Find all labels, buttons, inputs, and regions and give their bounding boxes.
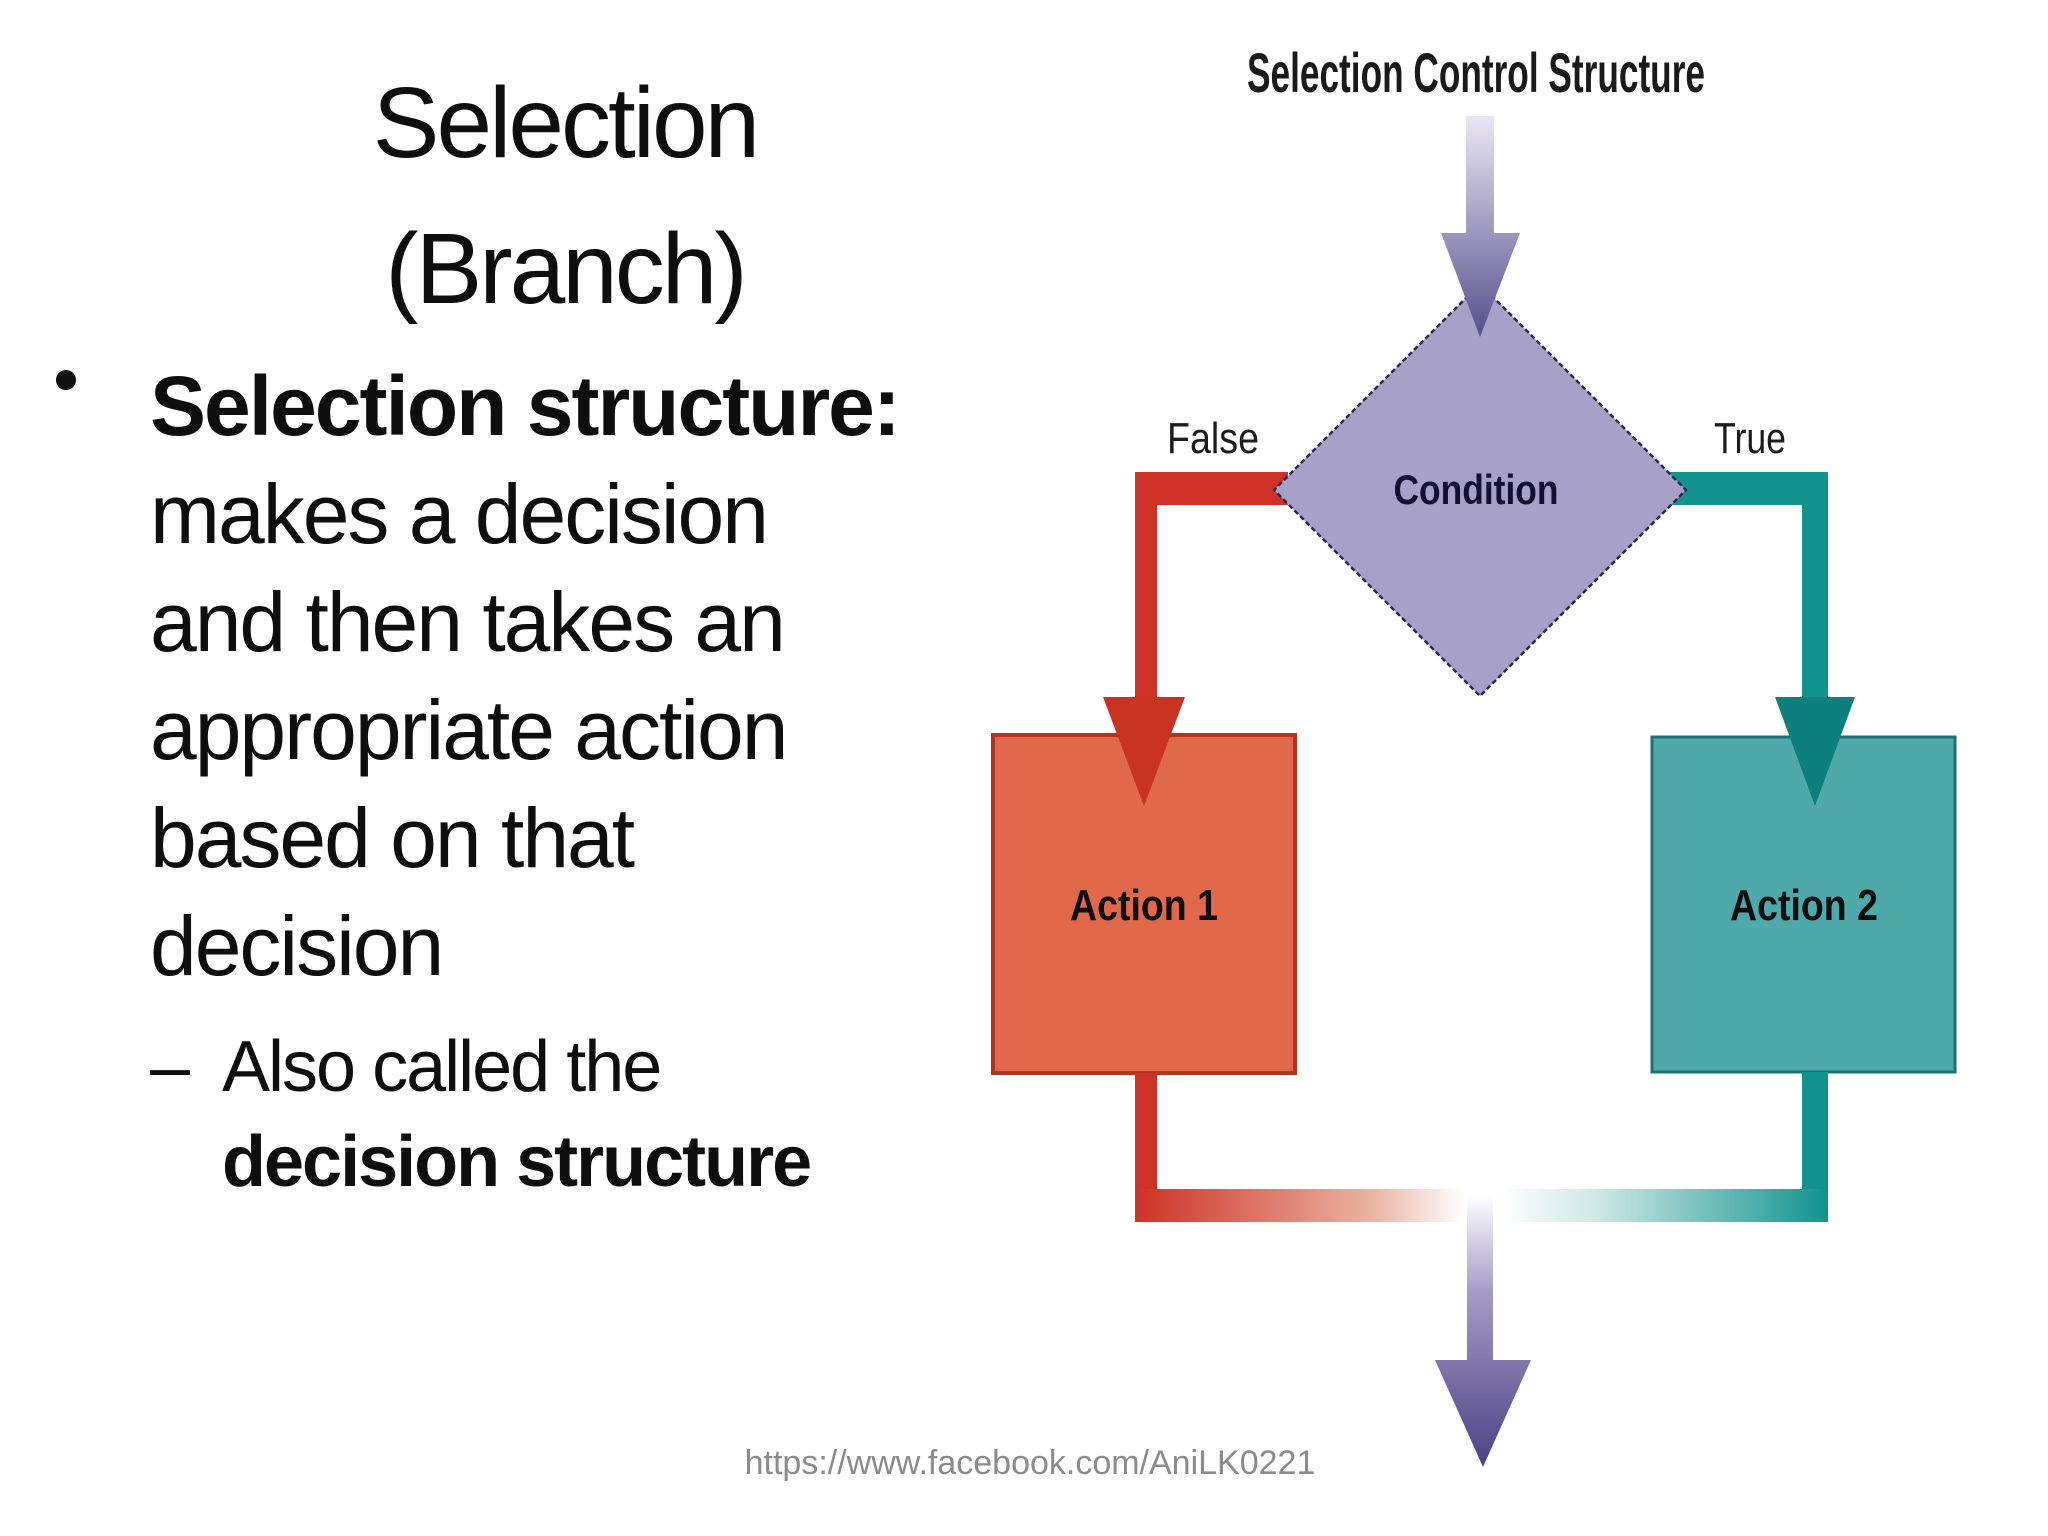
action2-box	[1650, 735, 1957, 1074]
false-branch-horizontal-line	[1135, 472, 1288, 505]
slide-title-line2: (Branch)	[385, 213, 747, 325]
condition-label: Condition	[1394, 466, 1559, 513]
action2-label: Action 2	[1730, 881, 1878, 930]
false-label: False	[1167, 414, 1259, 463]
false-branch-arrowhead	[1103, 697, 1185, 806]
sub-bullet-dash: –	[150, 1027, 191, 1107]
true-branch-arrowhead	[1775, 697, 1855, 806]
exit-arrow	[1435, 1196, 1531, 1467]
sub-bullet-text: Also called the decision structure	[222, 1020, 812, 1210]
true-branch-horizontal-line	[1668, 472, 1828, 505]
true-branch-lower-horizontal	[1500, 1189, 1828, 1222]
condition-diamond	[1272, 282, 1688, 698]
footer-url[interactable]: https://www.facebook.com/AniLK0221	[744, 1444, 1316, 1482]
true-branch-vertical-line	[1802, 472, 1828, 700]
sub-bullet-line2: decision structure	[222, 1122, 812, 1202]
slide-title: Selection (Branch)	[35, 50, 1095, 342]
false-branch-lower-horizontal	[1135, 1189, 1465, 1222]
false-branch-lower-vertical	[1135, 1073, 1157, 1222]
action1-label: Action 1	[1070, 881, 1218, 930]
bullet-dot	[56, 370, 76, 390]
bullet-lead: Selection structure:	[150, 359, 901, 453]
true-label: True	[1714, 414, 1786, 463]
entry-arrow	[1441, 116, 1520, 337]
diagram-title: Selection Control Structure	[1247, 41, 1705, 104]
false-branch-vertical-line	[1135, 472, 1157, 700]
slide-title-line1: Selection	[372, 67, 760, 179]
sub-bullet-line1: Also called the	[222, 1027, 662, 1107]
